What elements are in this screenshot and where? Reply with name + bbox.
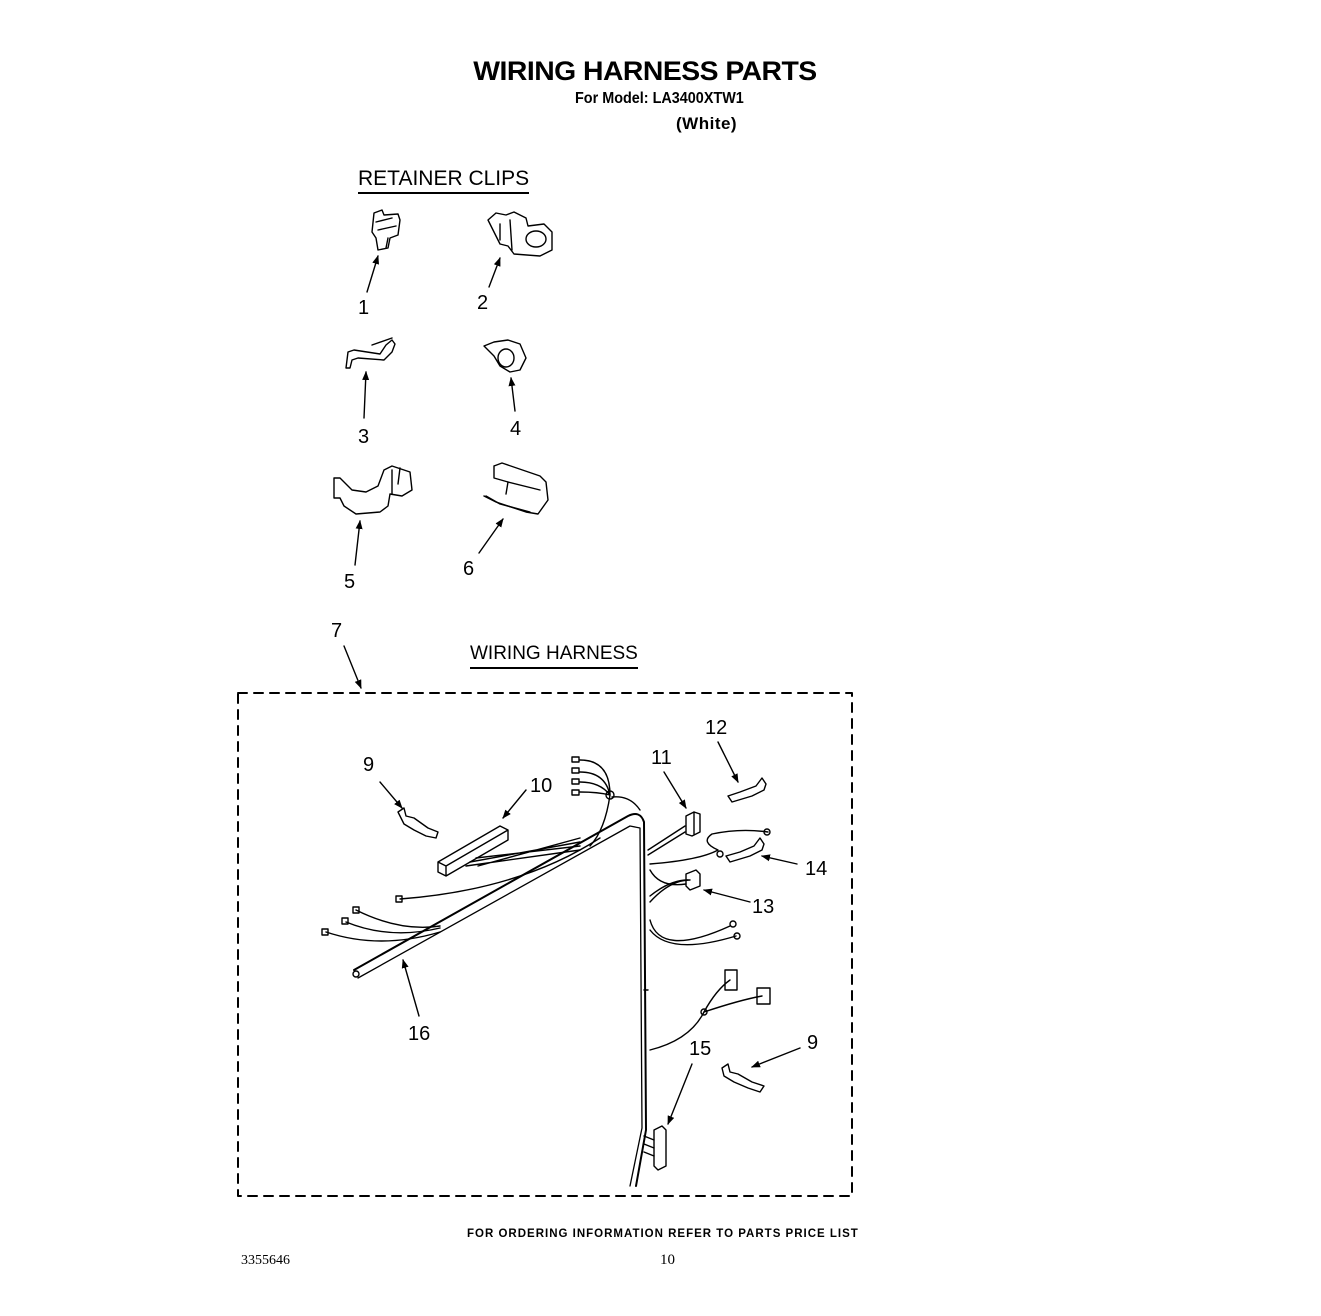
callout-arrow-10 xyxy=(502,789,527,819)
callout-9b: 9 xyxy=(807,1032,819,1054)
callout-6: 6 xyxy=(463,558,475,580)
callout-arrow-13 xyxy=(703,888,751,903)
callout-9: 9 xyxy=(363,754,375,776)
ordering-note: FOR ORDERING INFORMATION REFER TO PARTS … xyxy=(467,1228,859,1240)
retainer-clip-4-icon xyxy=(483,339,527,373)
retainer-clips-heading: RETAINER CLIPS xyxy=(358,168,530,194)
terminal-9b-icon xyxy=(721,1063,765,1093)
callout-10: 10 xyxy=(530,775,553,797)
wiring-harness-bundle xyxy=(321,756,771,1187)
callout-arrow-11 xyxy=(663,771,687,809)
callout-arrow-1 xyxy=(366,255,380,293)
callout-12: 12 xyxy=(705,717,728,739)
callout-15: 15 xyxy=(689,1038,712,1060)
callout-5: 5 xyxy=(344,571,356,593)
retainer-clip-2-icon xyxy=(487,211,553,257)
callout-arrow-5 xyxy=(354,520,363,566)
callout-arrow-14 xyxy=(761,854,798,865)
callout-arrow-9 xyxy=(379,781,403,809)
callout-2: 2 xyxy=(477,292,489,314)
document-number: 3355646 xyxy=(241,1253,290,1268)
callout-arrow-2 xyxy=(488,257,501,288)
terminal-14-icon xyxy=(725,837,765,863)
callout-16: 16 xyxy=(408,1023,431,1045)
callout-1: 1 xyxy=(358,297,370,319)
harness-kit-boundary xyxy=(237,692,853,1197)
callout-arrow-12 xyxy=(717,741,739,783)
callout-arrow-7 xyxy=(343,645,362,689)
model-number: For Model: LA3400XTW1 xyxy=(575,90,744,107)
terminal-12-icon xyxy=(727,777,767,803)
connector-13-icon xyxy=(685,869,701,891)
connector-11-icon xyxy=(685,811,701,837)
callout-4: 4 xyxy=(510,418,522,440)
callout-7: 7 xyxy=(331,620,343,642)
page-title: WIRING HARNESS PARTS xyxy=(473,56,817,86)
callout-arrow-16 xyxy=(401,959,420,1017)
retainer-clip-1-icon xyxy=(371,209,401,251)
callout-13: 13 xyxy=(752,896,775,918)
wiring-harness-heading: WIRING HARNESS xyxy=(470,643,638,669)
connector-10-icon xyxy=(437,825,509,877)
callout-arrow-15 xyxy=(667,1063,693,1125)
callout-14: 14 xyxy=(805,858,828,880)
callout-3: 3 xyxy=(358,426,370,448)
model-color: (White) xyxy=(676,114,738,133)
retainer-clip-5-icon xyxy=(333,465,413,515)
callout-arrow-6 xyxy=(478,518,504,554)
connector-15-icon xyxy=(653,1125,667,1171)
retainer-clip-3-icon xyxy=(345,337,396,369)
callout-arrow-3 xyxy=(362,371,370,419)
page-number: 10 xyxy=(660,1252,675,1268)
retainer-clip-6-icon xyxy=(483,462,549,515)
terminal-9-icon xyxy=(397,807,439,839)
callout-arrow-9b xyxy=(751,1047,801,1068)
callout-11: 11 xyxy=(651,747,672,769)
callout-arrow-4 xyxy=(508,377,516,412)
